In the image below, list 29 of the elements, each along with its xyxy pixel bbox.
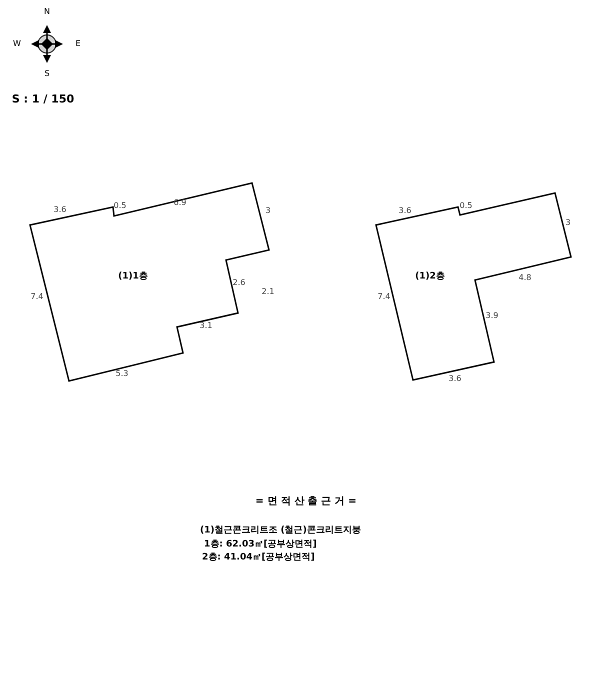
dimension-label: 0.5 [114, 202, 126, 210]
title: = 면 적 산 출 근 거 = [255, 495, 357, 509]
floor-label: (1)2층 [415, 270, 445, 284]
dimension-label: 7.4 [378, 293, 390, 301]
compass-letter: N [44, 8, 50, 16]
scale-text: S : 1 / 150 [12, 94, 74, 104]
dimension-label: 3 [265, 207, 271, 215]
area-note: 1층: 62.03㎡[공부상면적] [204, 540, 317, 550]
dimension-label: 3.1 [200, 322, 212, 330]
dimension-label: 3.9 [486, 312, 498, 320]
floor-outline [28, 181, 272, 383]
dimension-label: 5.3 [116, 370, 128, 378]
floor-label: (1)1층 [118, 270, 148, 284]
dimension-label: 3.6 [448, 375, 462, 383]
dimension-label: 0.5 [460, 202, 472, 210]
dimension-label: 3.6 [398, 207, 412, 215]
dimension-label: 6.9 [174, 199, 186, 207]
area-note: (1)철근콘크리트조 (철근)콘크리트지붕 [200, 526, 361, 536]
area-note: 2층: 41.04㎡[공부상면적] [202, 554, 315, 562]
floor-outline [374, 191, 574, 383]
dimension-label: 3 [565, 219, 571, 227]
dimension-label: 2.1 [262, 288, 274, 296]
dimension-label: 2.6 [232, 279, 246, 287]
compass-letter: W [13, 40, 21, 48]
dimension-label: 7.4 [30, 293, 44, 301]
compass-letter: S [44, 70, 50, 78]
dimension-label: 4.8 [518, 274, 532, 282]
dimension-label: 3.6 [54, 206, 66, 214]
compass-letter: E [75, 40, 81, 48]
